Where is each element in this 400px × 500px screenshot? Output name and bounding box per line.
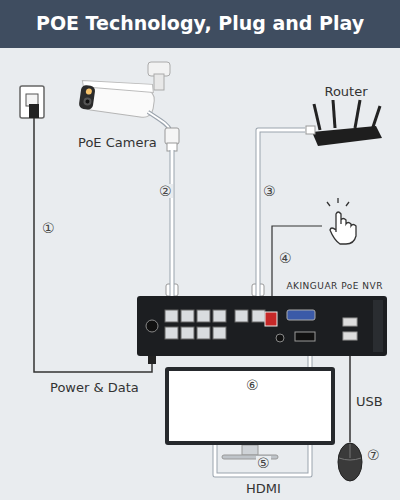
- power-switch: [265, 312, 277, 326]
- usb-cable: [349, 356, 351, 442]
- cable-label: HDMI: [246, 481, 281, 496]
- cable-core: [171, 150, 174, 296]
- nvr-box: AKINGUAR PoE NVR: [137, 296, 387, 356]
- power-cable: [34, 118, 152, 372]
- cable-connector: [258, 130, 305, 296]
- lan-port: [181, 327, 194, 339]
- router-illustration: [306, 100, 382, 146]
- cable-connector: [172, 150, 173, 296]
- callout-number: ③: [262, 184, 277, 198]
- mouse: [338, 443, 362, 481]
- cable-label: Power & Data: [50, 380, 139, 395]
- node-label: PoE Camera: [78, 135, 157, 150]
- callout-number: ④: [278, 251, 293, 265]
- power-jack: [146, 320, 158, 332]
- camera-illustration: [78, 62, 179, 151]
- cable-label: USB: [356, 394, 383, 409]
- lan-port: [235, 310, 248, 322]
- callout-number: ①: [41, 221, 56, 235]
- lan-port: [165, 310, 178, 322]
- power-plug: [148, 356, 156, 364]
- node-label: Router: [305, 84, 387, 99]
- camera-node: PoE Camera: [74, 56, 184, 150]
- audio-jack: [276, 334, 284, 342]
- usb-port: [343, 318, 357, 326]
- lan-port: [181, 310, 194, 322]
- hdmi-port: [295, 332, 315, 341]
- uplink-port: [252, 310, 265, 322]
- lan-port: [165, 327, 178, 339]
- cable-core: [258, 130, 305, 296]
- router-node: Router: [305, 84, 387, 150]
- usb-port: [343, 332, 357, 340]
- node-label: ⑥: [246, 377, 259, 393]
- nvr-side: [373, 300, 383, 352]
- cable-outline: [170, 150, 175, 296]
- cable-outline: [258, 130, 305, 296]
- lan-port: [197, 310, 210, 322]
- vga-port: [287, 310, 315, 320]
- callout-number: ②: [158, 184, 173, 198]
- lan-port: [213, 310, 226, 322]
- callout-number: ⑤: [256, 456, 271, 470]
- callout-number: ⑦: [366, 448, 381, 462]
- hand-icon: [327, 198, 356, 244]
- title: POE Technology, Plug and Play: [0, 12, 400, 34]
- lan-port: [197, 327, 210, 339]
- monitor-screen: ⑥: [165, 367, 335, 445]
- lan-port: [213, 327, 226, 339]
- node-label: AKINGUAR PoE NVR: [286, 281, 383, 291]
- wall-outlet: [20, 86, 44, 118]
- nvr-ports: [137, 296, 387, 356]
